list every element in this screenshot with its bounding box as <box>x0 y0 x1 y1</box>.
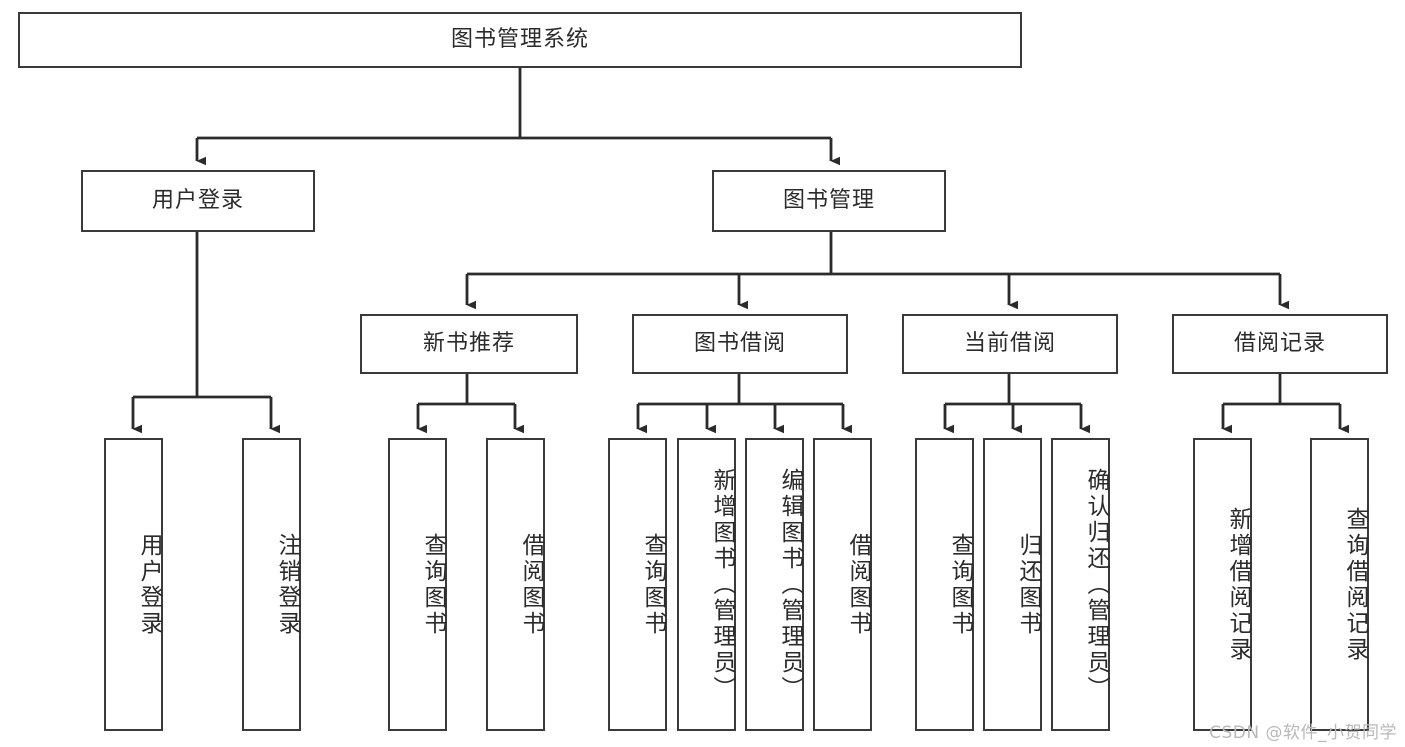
node-current-borrow-label: 当前借阅 <box>963 330 1056 356</box>
node-leaf-query-book-2-label: 查询图书 <box>640 532 666 637</box>
node-leaf-query-record-label: 查询借阅记录 <box>1342 506 1368 663</box>
node-leaf-query-book-1-label: 查询图书 <box>420 532 446 637</box>
node-leaf-user-login-label: 用户登录 <box>136 532 162 637</box>
node-leaf-user-login[interactable]: 用户登录 <box>104 438 163 731</box>
node-leaf-logout-login[interactable]: 注销登录 <box>242 438 301 731</box>
node-leaf-query-book-2[interactable]: 查询图书 <box>608 438 667 731</box>
node-leaf-query-book-3-label: 查询图书 <box>947 532 973 637</box>
node-new-book-rec[interactable]: 新书推荐 <box>360 314 578 374</box>
node-root[interactable]: 图书管理系统 <box>18 12 1022 68</box>
node-leaf-add-record[interactable]: 新增借阅记录 <box>1193 438 1252 731</box>
node-book-borrow[interactable]: 图书借阅 <box>632 314 848 374</box>
node-leaf-add-book[interactable]: 新增图书（管理员） <box>677 438 736 731</box>
node-root-label: 图书管理系统 <box>450 26 589 52</box>
node-leaf-confirm-return[interactable]: 确认归还（管理员） <box>1051 438 1110 731</box>
node-leaf-query-record[interactable]: 查询借阅记录 <box>1310 438 1369 731</box>
csdn-watermark: CSDN @软件_小贺同学 <box>1209 723 1397 743</box>
node-new-book-rec-label: 新书推荐 <box>422 330 515 356</box>
node-leaf-confirm-return-label: 确认归还（管理员） <box>1083 467 1109 702</box>
node-user-login-label: 用户登录 <box>151 187 244 213</box>
node-leaf-edit-book-label: 编辑图书（管理员） <box>777 467 803 702</box>
node-leaf-borrow-book-1[interactable]: 借阅图书 <box>486 438 545 731</box>
node-leaf-query-book-1[interactable]: 查询图书 <box>388 438 447 731</box>
node-leaf-borrow-book-1-label: 借阅图书 <box>518 532 544 637</box>
node-leaf-return-book-label: 归还图书 <box>1015 532 1041 637</box>
node-leaf-borrow-book-2[interactable]: 借阅图书 <box>813 438 872 731</box>
node-leaf-return-book[interactable]: 归还图书 <box>983 438 1042 731</box>
node-current-borrow[interactable]: 当前借阅 <box>902 314 1118 374</box>
node-leaf-borrow-book-2-label: 借阅图书 <box>845 532 871 637</box>
node-user-login[interactable]: 用户登录 <box>81 170 315 232</box>
node-book-manage[interactable]: 图书管理 <box>712 170 946 232</box>
node-leaf-add-record-label: 新增借阅记录 <box>1225 506 1251 663</box>
node-borrow-record-label: 借阅记录 <box>1233 330 1326 356</box>
node-leaf-logout-login-label: 注销登录 <box>274 532 300 637</box>
node-leaf-add-book-label: 新增图书（管理员） <box>709 467 735 702</box>
node-book-manage-label: 图书管理 <box>782 187 875 213</box>
node-borrow-record[interactable]: 借阅记录 <box>1172 314 1388 374</box>
node-book-borrow-label: 图书借阅 <box>693 330 786 356</box>
node-leaf-edit-book[interactable]: 编辑图书（管理员） <box>745 438 804 731</box>
node-leaf-query-book-3[interactable]: 查询图书 <box>915 438 974 731</box>
